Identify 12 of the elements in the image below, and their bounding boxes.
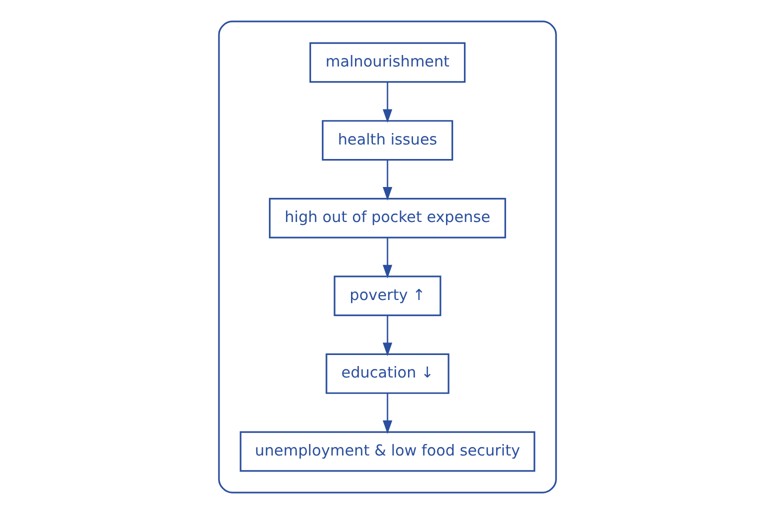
node-box: education ↓ <box>325 353 449 394</box>
arrow <box>382 82 392 123</box>
cluster <box>218 20 556 494</box>
arrow <box>382 393 392 434</box>
node-box: malnourishment <box>308 42 466 83</box>
arrow <box>382 160 392 201</box>
arrow <box>382 238 392 278</box>
node-box: poverty ↑ <box>333 276 441 316</box>
arrow <box>382 316 392 356</box>
node-box: high out of pocket expense <box>268 198 506 238</box>
node-box: health issues <box>321 120 453 161</box>
node-box: unemployment & low food security <box>239 431 535 472</box>
